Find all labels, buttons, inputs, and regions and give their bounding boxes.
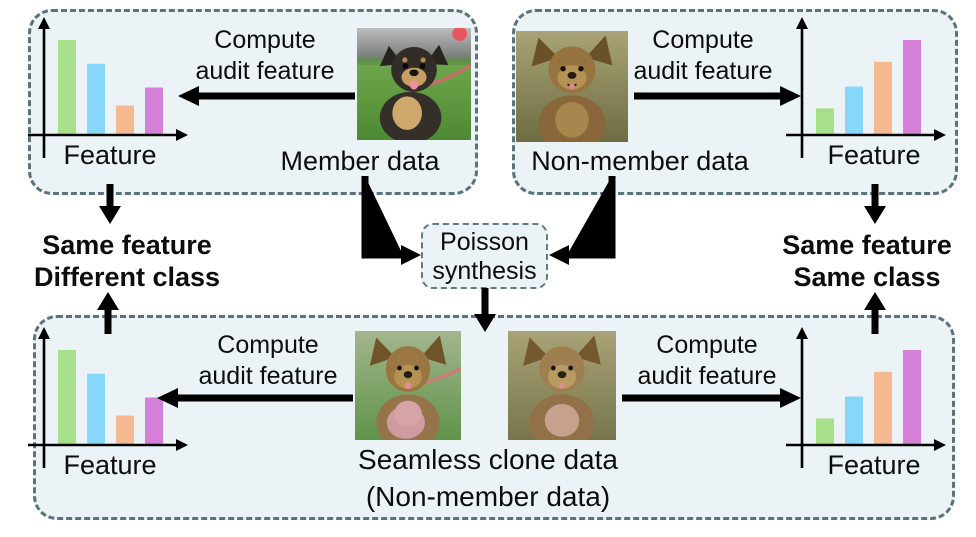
compute-clone-right-line2: audit feature (637, 362, 777, 390)
compute-clone-right-line1: Compute (656, 331, 758, 359)
compute-label-clone-right: Compute audit feature (597, 330, 817, 392)
compute-nonmember-line1: Compute (652, 26, 754, 54)
nonmember-dog-image (516, 31, 628, 142)
nonmember-data-caption: Non-member data (531, 146, 749, 176)
nonmember-chart-to-note-arrow (864, 184, 886, 224)
compute-member-line1: Compute (214, 26, 316, 54)
compute-arrow-clone-left (157, 388, 353, 408)
member-dog-image (357, 28, 471, 140)
nonmember-feature-chart (786, 17, 946, 158)
compute-member-line2: audit feature (195, 57, 335, 85)
nonmember-chart-xlabel: Feature (827, 140, 921, 170)
clone-data-caption: Seamless clone data (Non-member data) (308, 441, 668, 515)
poisson-synthesis-box (421, 223, 548, 289)
left-note-line1: Same feature (42, 230, 212, 260)
right-conclusion-note: Same feature Same class (742, 229, 976, 293)
clone-right-chart-xlabel: Feature (827, 450, 921, 480)
clone-left-dog-image (355, 331, 461, 440)
member-to-poisson-arrow (361, 176, 421, 265)
poisson-synthesis-label: Poisson synthesis (421, 228, 548, 286)
clone-right-dog-image (508, 331, 616, 440)
poisson-to-clone-arrow (474, 288, 496, 332)
clone-caption-line2: (Non-member data) (365, 481, 611, 512)
poisson-label-line1: Poisson (440, 228, 529, 256)
member-chart-to-note-arrow (99, 184, 121, 224)
compute-clone-left-line1: Compute (217, 331, 319, 359)
compute-label-nonmember: Compute audit feature (593, 25, 813, 87)
left-conclusion-note: Same feature Different class (2, 229, 252, 293)
clone-caption-line1: Seamless clone data (358, 444, 618, 475)
clone-right-feature-chart (786, 327, 946, 468)
nonmember-to-poisson-arrow (549, 176, 616, 265)
compute-label-member: Compute audit feature (155, 25, 375, 87)
left-note-line2: Different class (33, 262, 221, 292)
compute-arrow-member (178, 86, 355, 106)
compute-arrow-clone-right (622, 388, 801, 408)
clone-left-feature-chart (28, 327, 188, 468)
clone-left-chart-xlabel: Feature (63, 450, 157, 480)
member-data-caption: Member data (280, 146, 440, 176)
compute-nonmember-line2: audit feature (633, 57, 773, 85)
compute-label-clone-left: Compute audit feature (158, 330, 378, 392)
member-chart-xlabel: Feature (63, 140, 157, 170)
compute-arrow-nonmember (634, 86, 801, 106)
poisson-label-line2: synthesis (432, 257, 537, 285)
member-feature-chart (28, 17, 188, 158)
right-note-line1: Same feature (782, 230, 952, 260)
compute-clone-left-line2: audit feature (198, 362, 338, 390)
right-note-line2: Same class (793, 262, 941, 292)
clone-right-chart-to-note-arrow (864, 292, 886, 334)
clone-left-chart-to-note-arrow (97, 292, 119, 334)
